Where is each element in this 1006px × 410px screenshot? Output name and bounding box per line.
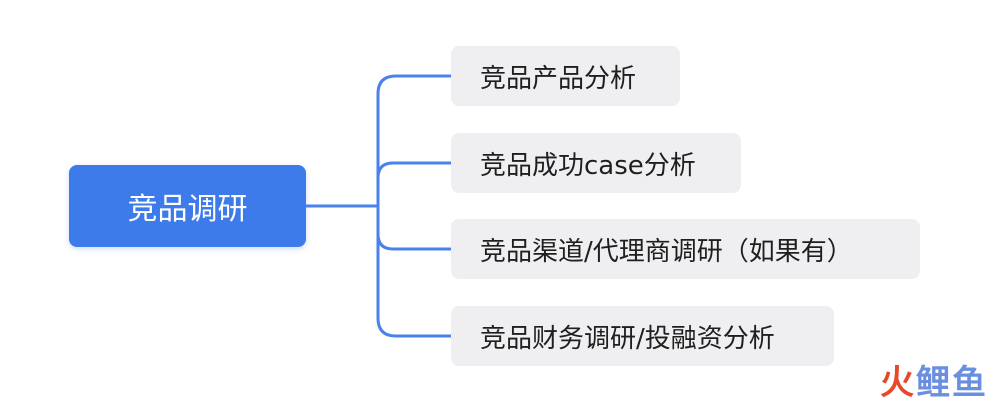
connector-1	[376, 74, 453, 208]
watermark-part-2: 鲤鱼	[916, 363, 988, 403]
child-node-label: 竞品产品分析	[480, 63, 637, 94]
child-node-product-analysis[interactable]: 竞品产品分析	[451, 46, 680, 106]
child-node-label: 竞品成功case分析	[480, 150, 696, 181]
connector-4	[376, 232, 453, 338]
child-node-label: 竞品财务调研/投融资分析	[480, 323, 775, 354]
root-node[interactable]: 竞品调研	[69, 165, 306, 247]
connector-3	[376, 204, 453, 251]
child-node-label: 竞品渠道/代理商调研（如果有）	[480, 236, 853, 267]
child-node-channel-research[interactable]: 竞品渠道/代理商调研（如果有）	[451, 219, 920, 279]
watermark-part-1: 火	[880, 363, 916, 403]
child-node-success-case-analysis[interactable]: 竞品成功case分析	[451, 133, 741, 193]
connector-2	[376, 161, 453, 180]
child-node-financial-research[interactable]: 竞品财务调研/投融资分析	[451, 306, 834, 366]
watermark-logo: 火 鲤鱼	[880, 355, 988, 404]
root-node-label: 竞品调研	[127, 192, 248, 227]
